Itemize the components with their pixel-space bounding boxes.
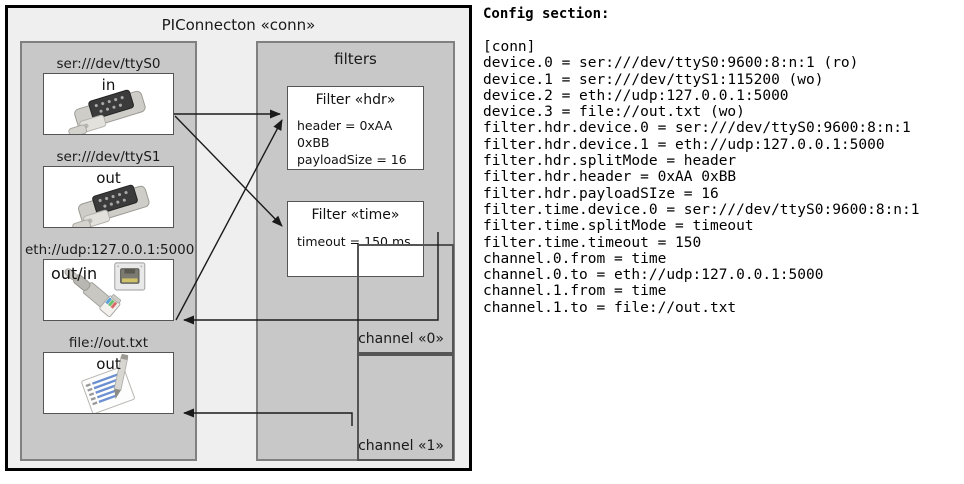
device-direction-file: out bbox=[96, 355, 121, 373]
ethernet-jack-icon bbox=[64, 262, 146, 317]
config-section: Config section: [conn]device.0 = ser:///… bbox=[483, 0, 961, 484]
filter-time-title: Filter «time» bbox=[311, 207, 400, 223]
device-label-ttys1: ser:///dev/ttyS1 bbox=[56, 149, 161, 165]
channel-1-box[interactable]: channel «1» bbox=[357, 354, 454, 461]
config-line: channel.0.from = time bbox=[483, 250, 667, 267]
device-box-ttys1[interactable]: out bbox=[43, 166, 174, 228]
piconnecton-diagram: PIConnecton «conn» ser:///dev/ttyS0 in bbox=[5, 5, 472, 471]
diagram-title: PIConnecton «conn» bbox=[161, 16, 316, 34]
config-line: filter.hdr.header = 0xAA 0xBB bbox=[483, 169, 737, 186]
filters-panel: filters Filter «hdr» header = 0xAA 0xBB … bbox=[256, 41, 455, 461]
device-label-eth: eth://udp:127.0.0.1:5000 bbox=[25, 242, 195, 258]
device-box-file[interactable]: out bbox=[43, 352, 174, 414]
config-line: filter.time.device.0 = ser:///dev/ttyS0:… bbox=[483, 201, 920, 218]
config-line: filter.hdr.device.1 = eth://udp:127.0.0.… bbox=[483, 136, 885, 153]
channel-0-label: channel «0» bbox=[358, 331, 444, 347]
config-line: filter.hdr.device.0 = ser:///dev/ttyS0:9… bbox=[483, 120, 911, 137]
device-label-file: file://out.txt bbox=[68, 335, 149, 351]
filter-hdr-props: header = 0xAA 0xBB payloadSize = 16 bbox=[297, 117, 423, 168]
config-line: filter.hdr.payloadSIze = 16 bbox=[483, 185, 719, 202]
filter-hdr-title: Filter «hdr» bbox=[315, 92, 396, 108]
config-section-heading: Config section: bbox=[483, 6, 610, 22]
device-direction-eth: out/in bbox=[51, 264, 98, 283]
device-label-ttys0: ser:///dev/ttyS0 bbox=[56, 56, 161, 72]
config-line: [conn] bbox=[483, 39, 536, 55]
config-line: filter.time.timeout = 150 bbox=[483, 234, 702, 251]
config-text-block[interactable]: [conn]device.0 = ser:///dev/ttyS0:9600:8… bbox=[483, 39, 920, 316]
device-card-file[interactable]: file://out.txt out bbox=[43, 334, 174, 414]
serial-port-icon bbox=[72, 184, 150, 227]
device-box-ttys0[interactable]: in bbox=[43, 73, 174, 135]
device-card-ttys0[interactable]: ser:///dev/ttyS0 in bbox=[43, 55, 174, 135]
filter-hdr-prop-header: header = 0xAA 0xBB bbox=[297, 118, 393, 150]
config-line: device.2 = eth://udp:127.0.0.1:5000 bbox=[483, 87, 789, 104]
channel-0-box[interactable]: channel «0» bbox=[357, 244, 454, 354]
filters-panel-title: filters bbox=[334, 50, 377, 68]
config-line: channel.1.from = time bbox=[483, 283, 667, 300]
config-line: channel.1.to = file://out.txt bbox=[483, 299, 737, 316]
channel-1-label: channel «1» bbox=[358, 438, 444, 454]
devices-panel: ser:///dev/ttyS0 in bbox=[20, 41, 197, 461]
config-line: device.0 = ser:///dev/ttyS0:9600:8:n:1 (… bbox=[483, 55, 859, 72]
filter-hdr-box[interactable]: Filter «hdr» header = 0xAA 0xBB payloadS… bbox=[287, 86, 424, 170]
device-direction-ttys0: in bbox=[101, 76, 116, 94]
device-card-eth[interactable]: eth://udp:127.0.0.1:5000 out/in bbox=[25, 241, 194, 321]
serial-port-icon bbox=[68, 89, 146, 134]
config-line: filter.time.splitMode = timeout bbox=[483, 218, 754, 235]
device-card-ttys1[interactable]: ser:///dev/ttyS1 out bbox=[43, 148, 174, 228]
filter-hdr-prop-payloadsize: payloadSize = 16 bbox=[297, 152, 407, 167]
config-line: filter.hdr.splitMode = header bbox=[483, 153, 737, 170]
config-line: device.3 = file://out.txt (wo) bbox=[483, 104, 745, 121]
device-box-eth[interactable]: out/in bbox=[43, 259, 174, 321]
device-direction-ttys1: out bbox=[96, 169, 121, 187]
config-line: channel.0.to = eth://udp:127.0.0.1:5000 bbox=[483, 267, 824, 284]
text-file-icon bbox=[81, 353, 135, 413]
config-line: device.1 = ser:///dev/ttyS1:115200 (wo) bbox=[483, 71, 824, 88]
